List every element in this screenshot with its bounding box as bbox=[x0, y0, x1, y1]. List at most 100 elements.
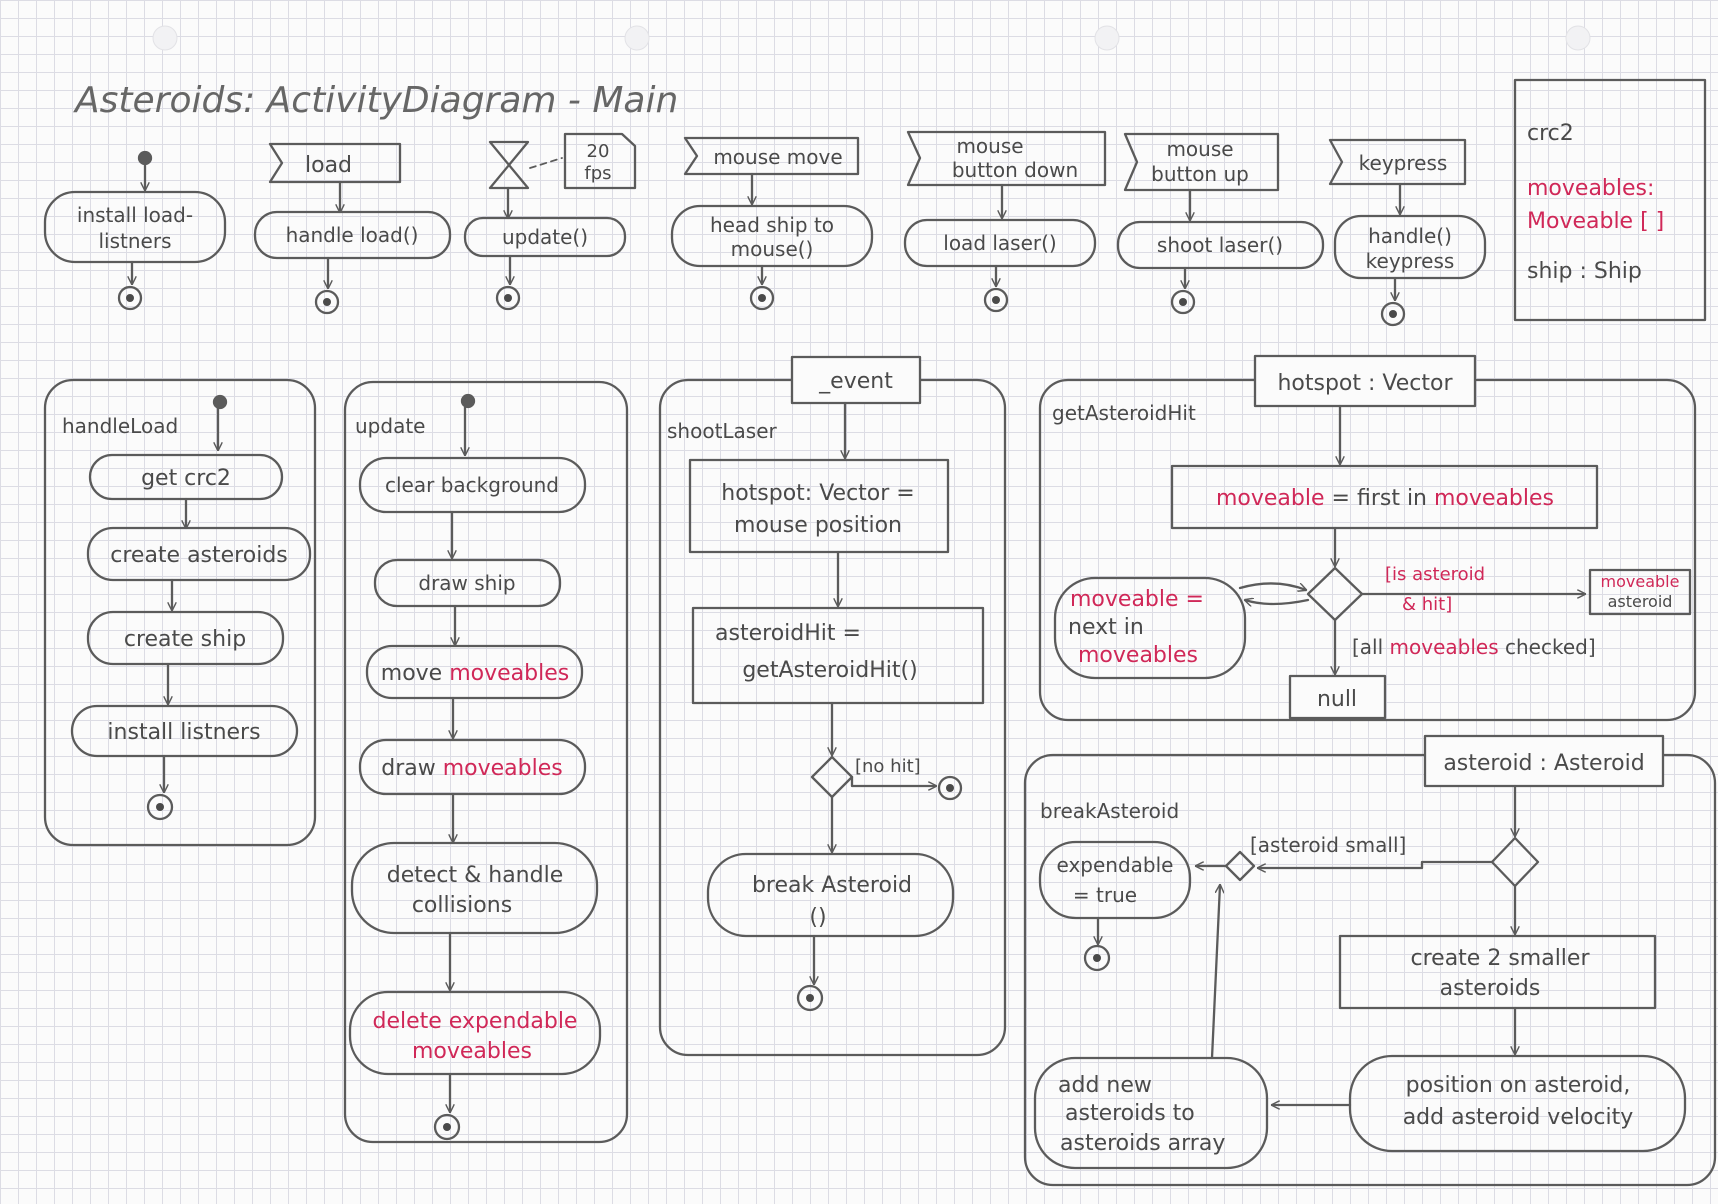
svg-text:asteroid : Asteroid: asteroid : Asteroid bbox=[1443, 751, 1644, 776]
svg-text:update(): update() bbox=[502, 225, 588, 249]
svg-text:asteroidHit =getAsteroidHit(): asteroidHit =getAsteroidHit() bbox=[715, 621, 918, 683]
svg-text:draw ship: draw ship bbox=[418, 571, 515, 595]
svg-text:keypress: keypress bbox=[1359, 151, 1448, 175]
top-keypress: keypress handle()keypress bbox=[1328, 138, 1487, 327]
decision-hit bbox=[810, 755, 854, 799]
svg-text:move moveables: move moveables bbox=[381, 661, 569, 686]
action-shoot-laser bbox=[1116, 220, 1325, 270]
action-install-listeners bbox=[70, 704, 299, 758]
decision-small bbox=[1490, 836, 1540, 888]
event-mouse-button-down bbox=[906, 130, 1107, 187]
svg-text:mouse move: mouse move bbox=[713, 145, 842, 169]
event-mouse-move bbox=[683, 136, 860, 176]
svg-text:expendable= true: expendable= true bbox=[1057, 853, 1174, 907]
svg-text:_event: _event bbox=[818, 369, 893, 394]
action-install-load-listeners bbox=[43, 190, 227, 264]
svg-text:moveable = first in moveables: moveable = first in moveables bbox=[1216, 486, 1554, 511]
svg-text:draw moveables: draw moveables bbox=[381, 756, 563, 781]
svg-text:get crc2: get crc2 bbox=[141, 466, 231, 491]
fps-note bbox=[563, 132, 637, 190]
flow-final-no-hit bbox=[937, 775, 963, 801]
action-position bbox=[1348, 1054, 1687, 1153]
action-move-moveables bbox=[365, 644, 584, 700]
action-detect-collisions bbox=[350, 841, 599, 935]
top-load-handler: load handle load() bbox=[253, 142, 452, 315]
svg-text:create ship: create ship bbox=[124, 627, 246, 652]
activity-handle-load: handleLoad get crc2 create asteroids cre… bbox=[43, 378, 317, 847]
guard-asteroid-small: [asteroid small] bbox=[1250, 833, 1406, 857]
diagram-title: Asteroids: ActivityDiagram - Main bbox=[73, 80, 678, 121]
event-load bbox=[268, 142, 402, 184]
crc2-box: crc2 moveables: Moveable [ ] ship : Ship bbox=[1513, 78, 1707, 322]
svg-text:[is asteroid& hit]: [is asteroid& hit] bbox=[1385, 564, 1485, 615]
svg-text:install listners: install listners bbox=[107, 720, 260, 745]
crc2-title: crc2 bbox=[1527, 121, 1574, 146]
binder-holes bbox=[152, 25, 1591, 51]
action-asteroid-hit bbox=[691, 606, 985, 705]
action-handle-keypress bbox=[1333, 214, 1487, 280]
action-moveable-first bbox=[1170, 464, 1599, 530]
return-null bbox=[1288, 674, 1387, 720]
svg-text:[all moveables checked]: [all moveables checked] bbox=[1352, 635, 1596, 659]
action-delete-expendable bbox=[348, 990, 602, 1076]
action-update bbox=[463, 216, 627, 258]
crc2-moveables-label: moveables: bbox=[1527, 176, 1654, 201]
svg-text:handle load(): handle load() bbox=[286, 223, 419, 247]
svg-text:position on asteroid,add aster: position on asteroid,add asteroid veloci… bbox=[1403, 1073, 1634, 1130]
activity-name: update bbox=[355, 414, 425, 438]
guard-no-hit: [no hit] bbox=[855, 756, 921, 777]
crc2-moveables-type: Moveable [ ] bbox=[1527, 209, 1664, 234]
activity-name: handleLoad bbox=[62, 414, 178, 438]
merge-node bbox=[1224, 850, 1256, 882]
action-create-ship bbox=[86, 610, 285, 666]
final-node bbox=[117, 285, 143, 311]
activity-name: breakAsteroid bbox=[1040, 799, 1179, 823]
timer-hourglass bbox=[488, 140, 530, 190]
svg-text:handle()keypress: handle()keypress bbox=[1366, 224, 1455, 273]
activity-name: shootLaser bbox=[667, 419, 778, 443]
param-hotspot bbox=[1253, 354, 1477, 408]
param-asteroid bbox=[1423, 734, 1665, 788]
action-expendable bbox=[1038, 840, 1192, 920]
decision-asteroid bbox=[1306, 566, 1364, 622]
activity-break-asteroid: asteroid : Asteroid breakAsteroid [aster… bbox=[1023, 734, 1717, 1187]
crc2-ship: ship : Ship bbox=[1527, 259, 1642, 284]
action-load-laser bbox=[903, 218, 1097, 268]
action-draw-ship bbox=[373, 558, 562, 608]
svg-text:hotspot: Vector =mouse positio: hotspot: Vector =mouse position bbox=[721, 481, 914, 538]
action-create-smaller bbox=[1338, 934, 1657, 1010]
action-hotspot bbox=[688, 458, 950, 554]
action-moveable-next bbox=[1053, 576, 1247, 680]
top-install-load-listeners: install load-listners bbox=[43, 150, 227, 311]
action-create-asteroids bbox=[86, 526, 312, 582]
action-break-asteroid bbox=[706, 852, 955, 938]
svg-text:create asteroids: create asteroids bbox=[110, 543, 288, 568]
activity-name: getAsteroidHit bbox=[1052, 401, 1196, 425]
action-add-new bbox=[1033, 1056, 1269, 1170]
svg-text:load: load bbox=[305, 153, 352, 178]
param-event bbox=[790, 355, 922, 405]
svg-text:load laser(): load laser() bbox=[943, 231, 1056, 255]
activity-get-asteroid-hit: hotspot : Vector getAsteroidHit moveable… bbox=[1038, 354, 1697, 722]
action-clear-background bbox=[358, 456, 587, 514]
action-head-ship bbox=[670, 204, 874, 268]
event-mouse-button-up bbox=[1123, 132, 1280, 192]
activity-update: update clear background draw ship move m… bbox=[343, 380, 629, 1144]
activity-shoot-laser: _event shootLaser hotspot: Vector =mouse… bbox=[658, 355, 1007, 1057]
action-handle-load bbox=[253, 210, 452, 260]
svg-text:hotspot : Vector: hotspot : Vector bbox=[1277, 371, 1453, 396]
